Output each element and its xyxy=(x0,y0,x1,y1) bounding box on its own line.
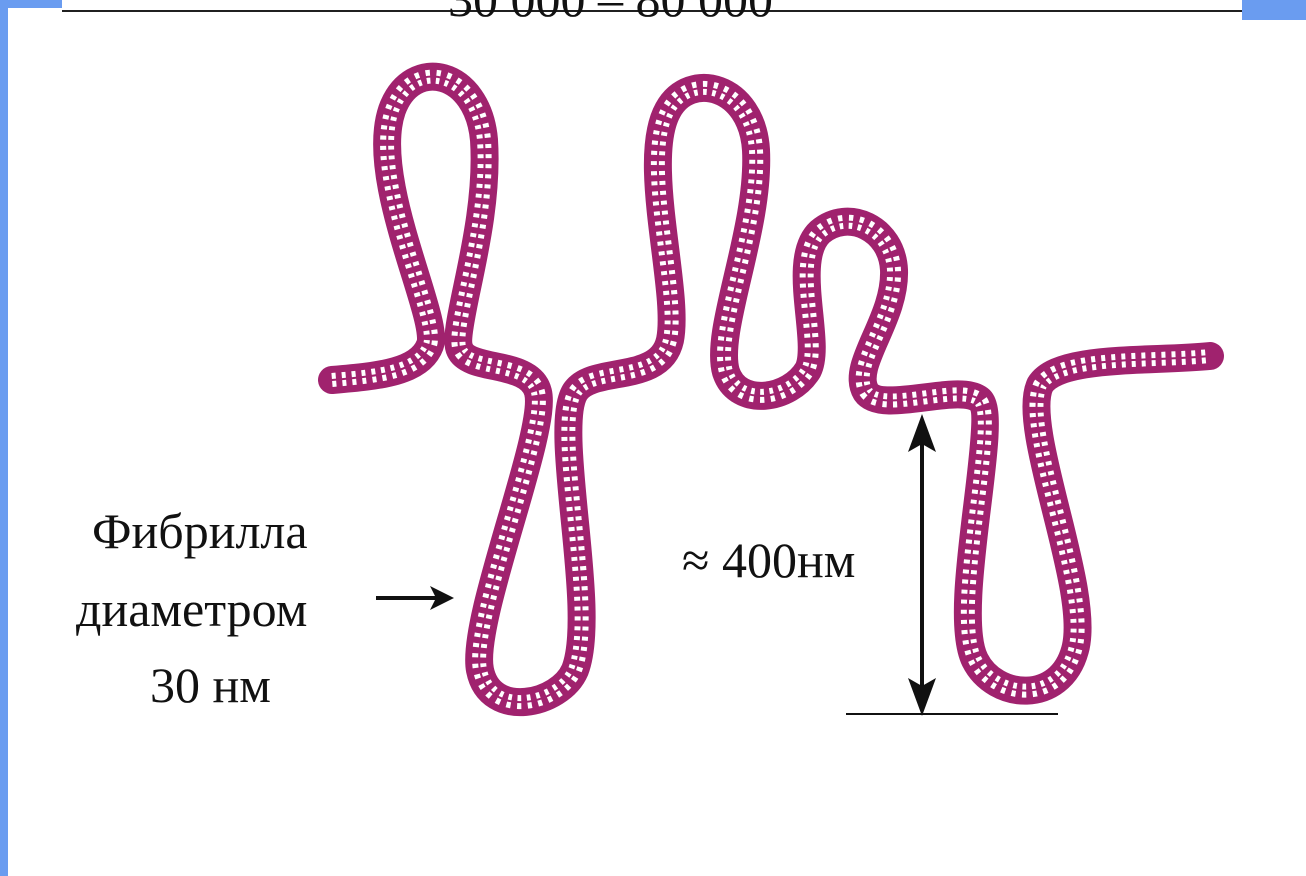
chromatin-fibril xyxy=(332,77,1210,703)
fibril-label-line2: диаметром xyxy=(76,584,307,634)
fibril-rope-rungs xyxy=(332,77,1210,703)
height-dimension-arrow xyxy=(846,414,1058,716)
fibril-label-line3: 30 нм xyxy=(150,660,271,710)
fibril-pointer-arrow xyxy=(376,586,454,610)
fibril-label-line1: Фибрилла xyxy=(92,506,308,556)
height-label: ≈ 400нм xyxy=(682,535,855,585)
